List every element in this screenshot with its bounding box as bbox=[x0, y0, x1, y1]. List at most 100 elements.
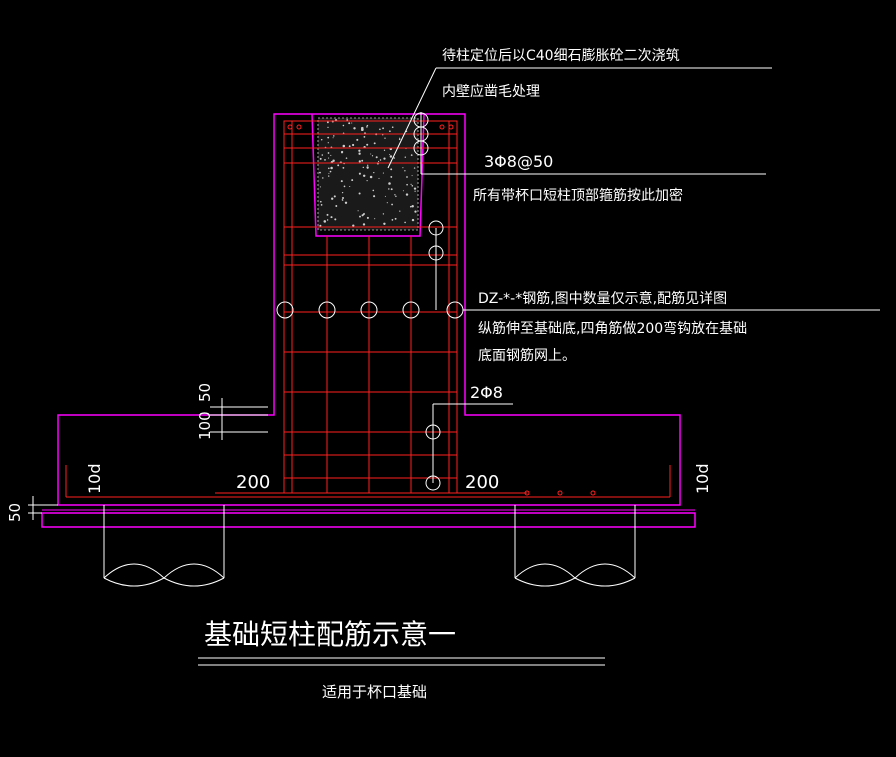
concrete-speck bbox=[332, 137, 334, 139]
concrete-speck bbox=[399, 137, 401, 139]
concrete-speck bbox=[383, 157, 386, 160]
concrete-speck bbox=[328, 175, 330, 177]
rebar-note-line1: DZ-*-*钢筋,图中数量仅示意,配筋见详图 bbox=[478, 290, 727, 307]
concrete-speck bbox=[344, 201, 348, 204]
concrete-speck bbox=[326, 121, 329, 124]
concrete-speck bbox=[366, 126, 368, 128]
concrete-speck bbox=[382, 213, 385, 215]
concrete-speck bbox=[394, 194, 396, 196]
concrete-speck bbox=[349, 185, 351, 188]
concrete-speck bbox=[382, 127, 384, 130]
concrete-speck bbox=[366, 216, 369, 219]
concrete-speck bbox=[399, 210, 401, 212]
concrete-speck bbox=[361, 214, 364, 217]
concrete-speck bbox=[410, 154, 413, 156]
concrete-speck bbox=[333, 135, 335, 137]
dim-200-left: 200 bbox=[236, 472, 270, 493]
concrete-speck bbox=[340, 180, 343, 183]
concrete-speck bbox=[375, 156, 378, 159]
concrete-speck bbox=[384, 137, 386, 139]
concrete-speck bbox=[326, 219, 329, 221]
concrete-speck bbox=[358, 160, 361, 163]
note-top-line1: 待柱定位后以C40细石膨胀砼二次浇筑 bbox=[442, 47, 680, 64]
concrete-speck bbox=[362, 166, 365, 169]
dim-200-right: 200 bbox=[465, 472, 499, 493]
diagram-subtitle: 适用于杯口基础 bbox=[322, 683, 427, 701]
concrete-speck bbox=[327, 136, 330, 139]
concrete-speck bbox=[323, 220, 327, 223]
concrete-speck bbox=[341, 151, 343, 154]
concrete-speck bbox=[330, 216, 333, 219]
concrete-speck bbox=[366, 143, 369, 146]
concrete-speck bbox=[394, 217, 397, 220]
concrete-speck bbox=[391, 126, 394, 129]
rebar-note-line3: 底面钢筋网上。 bbox=[478, 347, 576, 364]
concrete-speck bbox=[391, 219, 394, 221]
concrete-speck bbox=[327, 152, 330, 154]
concrete-speck bbox=[413, 167, 416, 169]
concrete-speck bbox=[319, 186, 321, 188]
concrete-speck bbox=[353, 127, 356, 130]
concrete-speck bbox=[330, 154, 332, 156]
concrete-speck bbox=[356, 138, 359, 141]
base-cushion bbox=[41, 512, 696, 528]
concrete-speck bbox=[363, 136, 366, 138]
dim-50-lower: 50 bbox=[6, 503, 24, 522]
concrete-speck bbox=[402, 167, 404, 169]
concrete-speck bbox=[371, 155, 374, 157]
concrete-speck bbox=[351, 179, 354, 182]
concrete-speck bbox=[319, 171, 321, 174]
concrete-speck bbox=[352, 224, 355, 227]
concrete-speck bbox=[351, 122, 353, 124]
concrete-speck bbox=[374, 218, 376, 220]
concrete-speck bbox=[411, 205, 414, 208]
concrete-speck bbox=[334, 218, 337, 221]
concrete-speck bbox=[382, 172, 384, 174]
concrete-speck bbox=[413, 187, 417, 190]
concrete-speck bbox=[367, 164, 369, 166]
concrete-speck bbox=[342, 144, 346, 148]
concrete-speck bbox=[322, 177, 324, 179]
concrete-speck bbox=[342, 124, 345, 127]
concrete-speck bbox=[386, 202, 388, 204]
concrete-speck bbox=[402, 190, 404, 192]
dim-10d-left: 10d bbox=[85, 463, 104, 494]
concrete-speck bbox=[383, 222, 386, 225]
concrete-speck bbox=[358, 152, 361, 155]
concrete-speck bbox=[328, 172, 330, 174]
diagram-title: 基础短柱配筋示意一 bbox=[204, 618, 456, 651]
concrete-speck bbox=[319, 200, 322, 203]
concrete-speck bbox=[337, 164, 340, 167]
concrete-speck bbox=[327, 126, 329, 129]
concrete-speck bbox=[346, 119, 349, 121]
concrete-fill bbox=[317, 117, 419, 231]
concrete-speck bbox=[361, 126, 364, 130]
concrete-speck bbox=[390, 168, 393, 171]
top-bar-dots bbox=[287, 124, 596, 496]
tie-spec: 2Φ8 bbox=[470, 383, 503, 402]
concrete-speck bbox=[395, 195, 397, 198]
concrete-speck bbox=[398, 138, 401, 141]
concrete-speck bbox=[390, 188, 393, 191]
concrete-speck bbox=[319, 157, 322, 160]
concrete-speck bbox=[389, 155, 393, 158]
concrete-speck bbox=[326, 213, 329, 216]
concrete-speck bbox=[373, 171, 375, 174]
concrete-speck bbox=[372, 189, 375, 192]
concrete-speck bbox=[389, 154, 391, 156]
concrete-speck bbox=[379, 159, 382, 161]
concrete-speck bbox=[321, 154, 324, 156]
foundation-outline bbox=[57, 113, 681, 506]
stirrup-note: 所有带杯口短柱顶部箍筋按此加密 bbox=[473, 187, 683, 204]
concrete-speck bbox=[348, 122, 351, 125]
concrete-speck bbox=[327, 142, 329, 144]
concrete-speck bbox=[358, 192, 361, 195]
longitudinal-bars bbox=[276, 301, 464, 319]
concrete-speck bbox=[393, 157, 395, 159]
concrete-speck bbox=[410, 183, 412, 185]
concrete-speck bbox=[320, 138, 323, 141]
concrete-speck bbox=[384, 195, 386, 197]
concrete-speck bbox=[366, 124, 369, 127]
concrete-speck bbox=[366, 180, 368, 182]
